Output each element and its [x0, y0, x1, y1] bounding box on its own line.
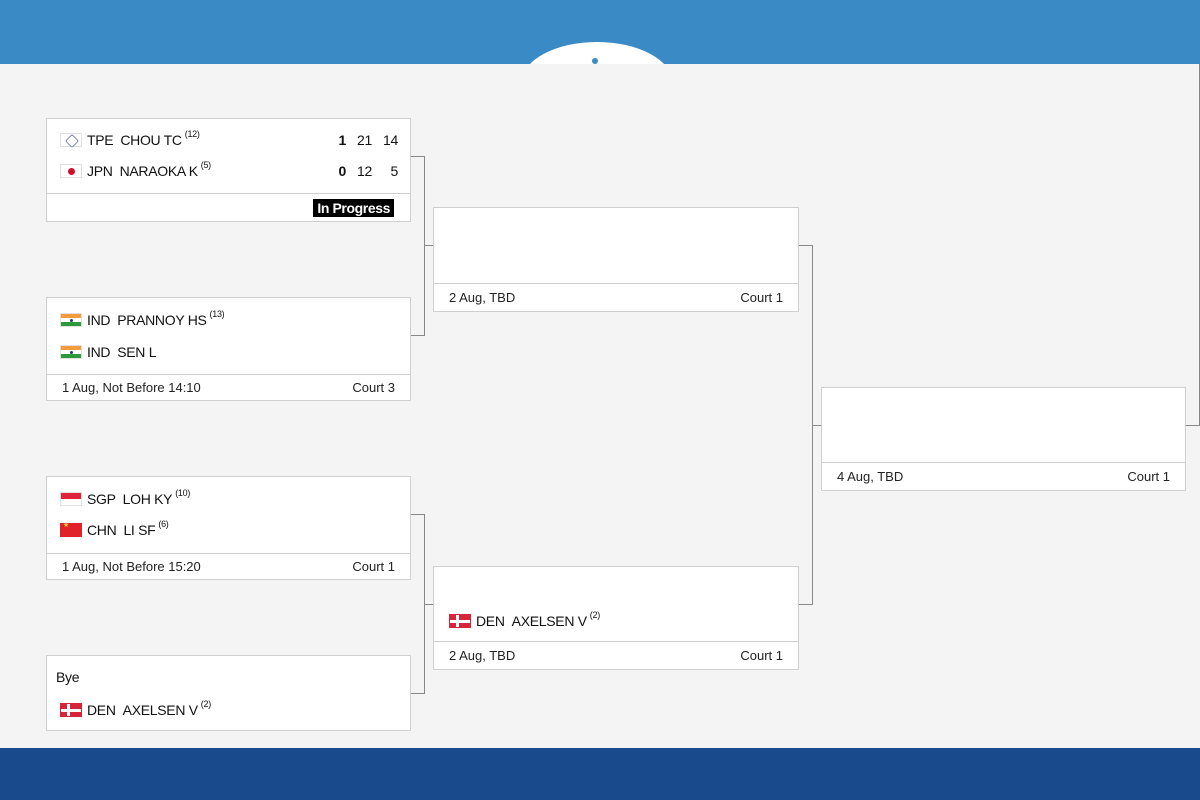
player-seed: (6)	[158, 519, 169, 529]
player-row: SGP LOH KY (10)	[60, 488, 398, 509]
player-name[interactable]: LOH KY	[122, 491, 173, 507]
logo-mark-icon	[592, 58, 598, 64]
bracket-connector	[424, 156, 425, 336]
player-name[interactable]: PRANNOY HS	[117, 312, 207, 328]
score-line: 0 12 5	[334, 163, 399, 179]
player-seed: (5)	[200, 160, 211, 170]
match-footer: 2 Aug, TBD Court 1	[434, 641, 798, 669]
player-row: TPE CHOU TC (12) 1 21 14	[60, 129, 399, 150]
player-name[interactable]: LI SF	[123, 522, 156, 538]
bye-label: Bye	[56, 669, 80, 685]
bracket-connector	[411, 693, 424, 694]
sets-won: 1	[338, 132, 347, 148]
player-country: JPN	[87, 163, 113, 179]
player-name[interactable]: CHOU TC	[120, 132, 182, 148]
match-card-r3-m1[interactable]: 4 Aug, TBD Court 1	[821, 387, 1186, 491]
footer-band	[0, 748, 1200, 800]
player-country: DEN	[476, 613, 505, 629]
player-seed: (12)	[184, 129, 200, 139]
player-row: IND SEN L	[60, 342, 398, 362]
player-country: CHN	[87, 522, 117, 538]
game-score: 14	[383, 132, 398, 148]
status-badge: In Progress	[313, 198, 394, 217]
match-schedule: 2 Aug, TBD	[449, 648, 516, 663]
match-court: Court 1	[1127, 469, 1170, 484]
bracket-connector	[424, 604, 433, 605]
event-logo	[522, 42, 672, 64]
match-footer: 1 Aug, Not Before 15:20 Court 1	[47, 553, 410, 579]
player-name[interactable]: AXELSEN V	[122, 702, 198, 718]
den-flag-icon	[60, 703, 82, 717]
player-name[interactable]: AXELSEN V	[511, 613, 587, 629]
match-card-r1-m2[interactable]: IND PRANNOY HS (13) IND SEN L 1 Aug, Not…	[46, 297, 411, 401]
match-footer: In Progress	[47, 193, 410, 221]
bracket-connector	[411, 514, 424, 515]
match-court: Court 1	[352, 559, 395, 574]
sets-won: 0	[338, 163, 347, 179]
player-country: DEN	[87, 702, 116, 718]
match-card-r1-m3[interactable]: SGP LOH KY (10) CHN LI SF (6) 1 Aug, Not…	[46, 476, 411, 580]
player-row: DEN AXELSEN V (2)	[60, 699, 398, 720]
player-row: JPN NARAOKA K (5) 0 12 5	[60, 160, 399, 181]
sgp-flag-icon	[60, 492, 82, 506]
tpe-flag-icon	[60, 133, 82, 147]
player-name[interactable]: NARAOKA K	[119, 163, 199, 179]
player-seed: (10)	[175, 488, 191, 498]
player-row: IND PRANNOY HS (13)	[60, 309, 398, 330]
match-card-r2-m1[interactable]: 2 Aug, TBD Court 1	[433, 207, 799, 312]
game-score: 12	[357, 163, 372, 179]
match-card-r1-m4[interactable]: Bye DEN AXELSEN V (2)	[46, 655, 411, 731]
bye-row: Bye	[56, 667, 398, 687]
match-footer: 4 Aug, TBD Court 1	[822, 462, 1185, 490]
match-court: Court 1	[740, 290, 783, 305]
player-country: IND	[87, 312, 111, 328]
ind-flag-icon	[60, 345, 82, 359]
bracket-connector	[799, 604, 812, 605]
match-footer: 1 Aug, Not Before 14:10 Court 3	[47, 374, 410, 400]
bracket-connector	[411, 156, 424, 157]
game-score: 21	[357, 132, 372, 148]
match-footer: 2 Aug, TBD Court 1	[434, 283, 798, 311]
score-line: 1 21 14	[334, 132, 399, 148]
draw-bracket: TPE CHOU TC (12) 1 21 14 JPN NARAOKA K (…	[0, 64, 1200, 748]
bracket-connector	[1186, 425, 1200, 426]
player-seed: (2)	[589, 610, 600, 620]
player-seed: (2)	[200, 699, 211, 709]
match-card-r2-m2[interactable]: DEN AXELSEN V (2) 2 Aug, TBD Court 1	[433, 566, 799, 670]
player-name[interactable]: SEN L	[117, 344, 157, 360]
player-seed: (13)	[209, 309, 225, 319]
match-card-r1-m1[interactable]: TPE CHOU TC (12) 1 21 14 JPN NARAOKA K (…	[46, 118, 411, 222]
player-country: IND	[87, 344, 111, 360]
game-score: 5	[390, 163, 399, 179]
player-country: SGP	[87, 491, 116, 507]
header-band	[0, 0, 1200, 64]
match-court: Court 1	[740, 648, 783, 663]
bracket-connector	[812, 425, 821, 426]
ind-flag-icon	[60, 313, 82, 327]
bracket-connector	[424, 245, 433, 246]
player-country: TPE	[87, 132, 114, 148]
match-schedule: 1 Aug, Not Before 15:20	[62, 559, 201, 574]
bracket-connector	[799, 245, 812, 246]
jpn-flag-icon	[60, 164, 82, 178]
match-schedule: 2 Aug, TBD	[449, 290, 516, 305]
match-schedule: 4 Aug, TBD	[837, 469, 904, 484]
chn-flag-icon	[60, 521, 82, 537]
den-flag-icon	[449, 614, 471, 628]
player-row: CHN LI SF (6)	[60, 519, 398, 540]
match-schedule: 1 Aug, Not Before 14:10	[62, 380, 201, 395]
player-row: DEN AXELSEN V (2)	[449, 610, 786, 631]
bracket-connector	[411, 335, 424, 336]
match-court: Court 3	[352, 380, 395, 395]
